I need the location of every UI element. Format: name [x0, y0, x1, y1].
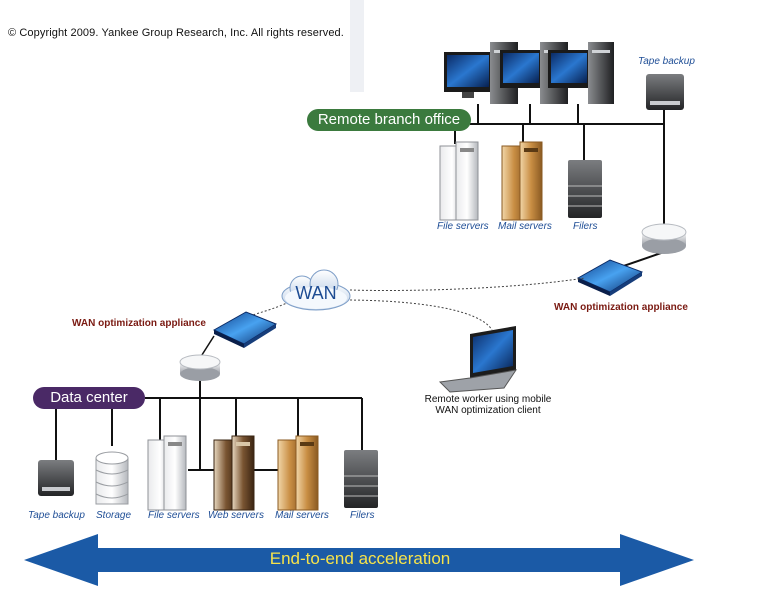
acceleration-arrow: [24, 534, 694, 586]
remote-worker-line-2: WAN optimization client: [435, 405, 541, 416]
branch-tape-backup-label: Tape backup: [638, 56, 695, 67]
dc-mail-servers-label: Mail servers: [275, 510, 329, 521]
dc-storage-label: Storage: [96, 510, 132, 521]
wan-cloud: [281, 269, 351, 311]
remote-worker-label: Remote worker using mobile WAN optimizat…: [408, 394, 568, 416]
branch-wiring: [454, 104, 665, 271]
data-center-title: Data center: [33, 387, 145, 409]
branch-file-servers-label: File servers: [437, 221, 489, 232]
branch-office-title: Remote branch office: [307, 109, 471, 131]
acceleration-label: End-to-end acceleration: [269, 549, 451, 568]
datacenter-file-servers: [147, 435, 187, 511]
datacenter-filers: [344, 450, 378, 508]
branch-appliance-label: WAN optimization appliance: [554, 302, 688, 313]
branch-wan-appliance: [576, 259, 644, 296]
branch-filers-label: Filers: [573, 221, 598, 232]
dc-file-servers-label: File servers: [148, 510, 200, 521]
branch-file-servers: [439, 141, 479, 221]
datacenter-appliance-label: WAN optimization appliance: [72, 318, 206, 329]
branch-filers: [568, 160, 602, 218]
copyright-notice: © Copyright 2009. Yankee Group Research,…: [8, 27, 344, 39]
dc-web-servers-label: Web servers: [208, 510, 264, 521]
branch-mail-servers: [501, 141, 543, 221]
background-stripe: [350, 0, 364, 92]
desktop-computers: [444, 42, 614, 104]
wan-label: WAN: [295, 283, 337, 303]
dc-tape-backup-label: Tape backup: [28, 510, 85, 521]
datacenter-tape-backup: [38, 460, 74, 496]
dc-filers-label: Filers: [350, 510, 375, 521]
branch-router: [641, 223, 687, 254]
branch-mail-servers-label: Mail servers: [498, 221, 552, 232]
datacenter-router: [179, 335, 221, 381]
desktop-computer-3: [548, 42, 614, 104]
datacenter-wiring: [55, 381, 363, 471]
datacenter-web-servers: [213, 435, 255, 511]
datacenter-wan-appliance: [212, 311, 278, 348]
datacenter-mail-servers: [277, 435, 319, 511]
remote-worker-line-1: Remote worker using mobile: [424, 394, 552, 405]
datacenter-storage: [95, 451, 129, 505]
tape-backup-device: [646, 74, 684, 110]
laptop-remote-worker: [438, 326, 518, 393]
